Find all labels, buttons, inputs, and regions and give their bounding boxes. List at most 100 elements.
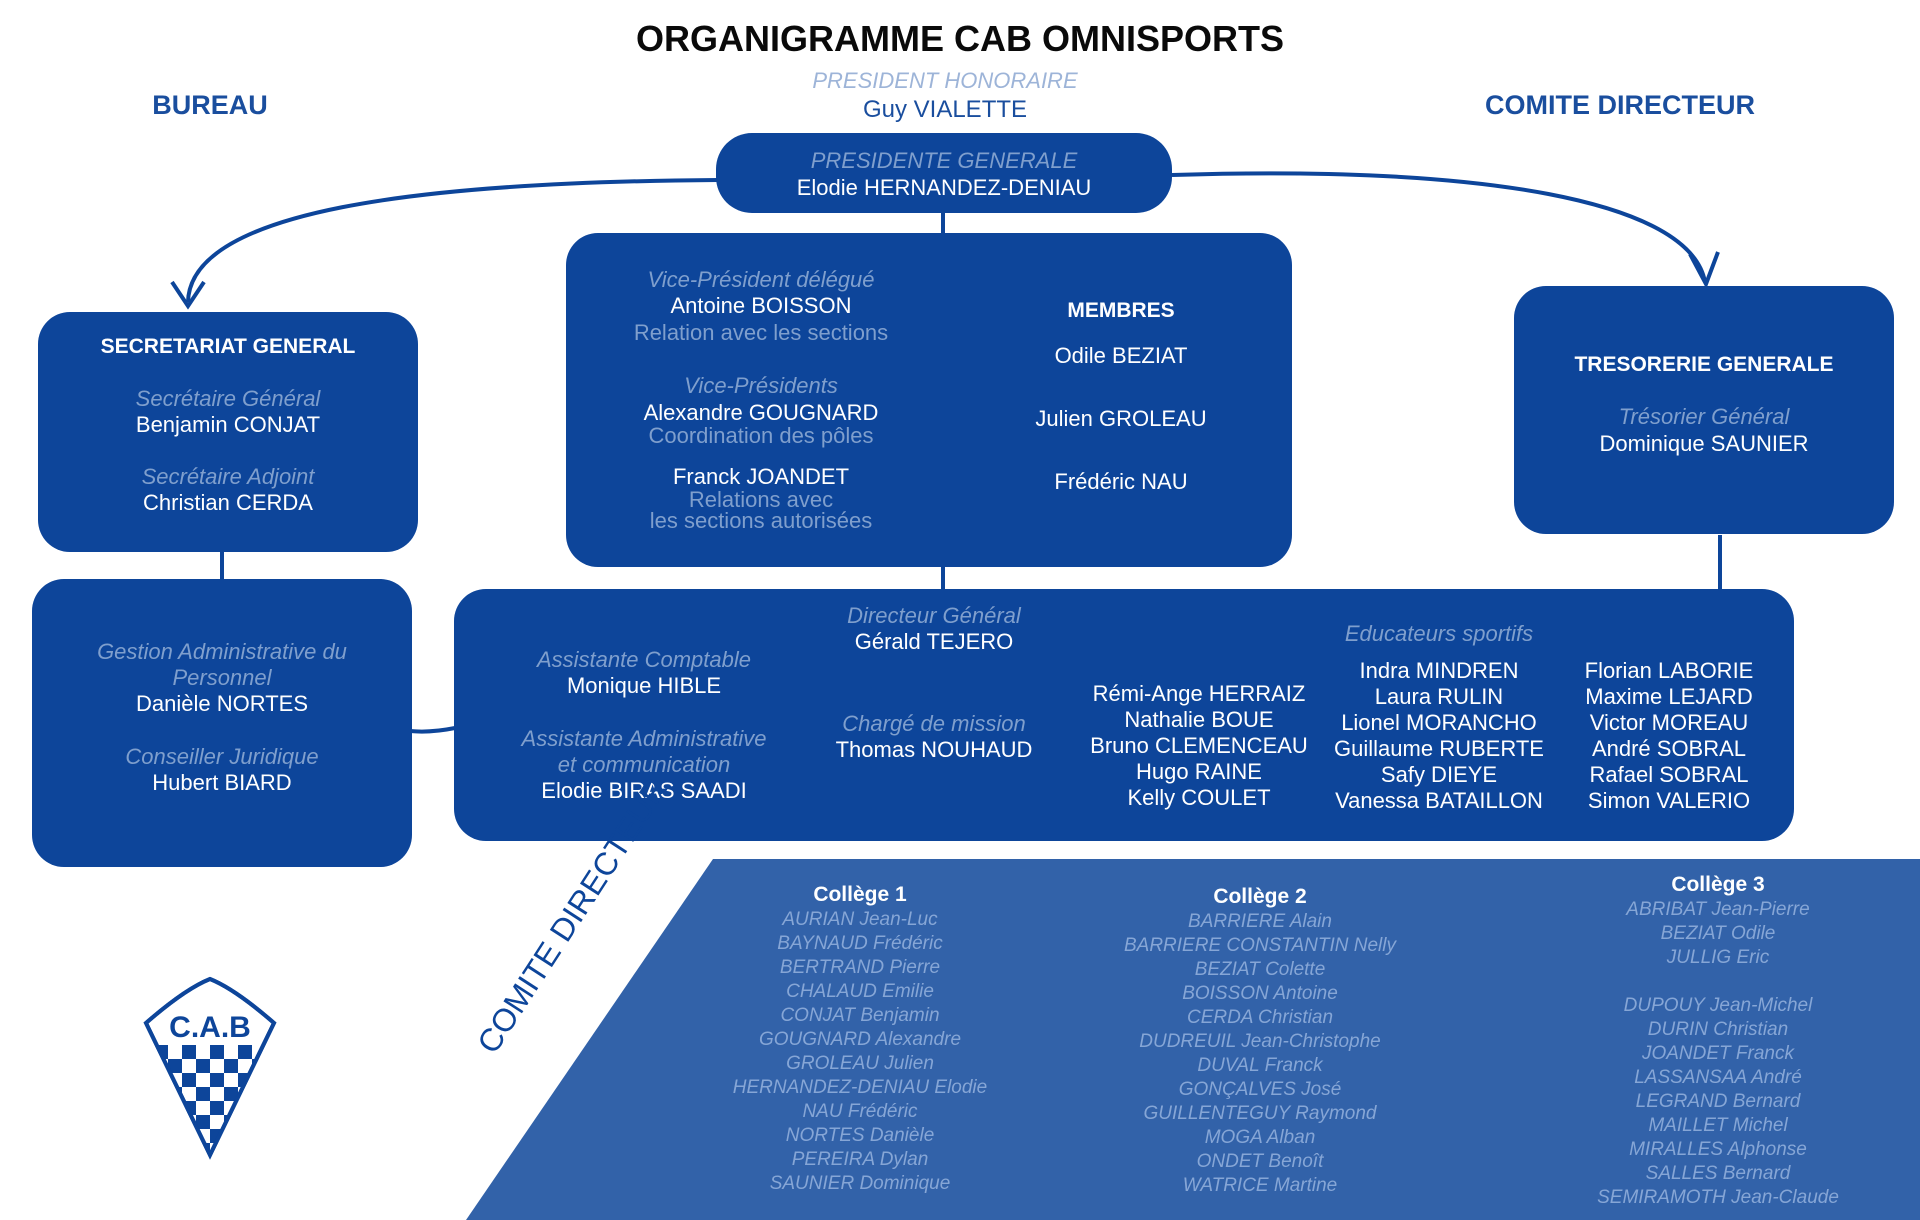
list-item: Safy DIEYE <box>1380 762 1498 787</box>
president-name: Elodie HERNANDEZ-DENIAU <box>796 175 1092 200</box>
list-item: JOANDET Franck <box>1641 1043 1795 1064</box>
college-3: Collège 3 ABRIBAT Jean-Pierre BEZIAT Odi… <box>1568 872 1868 1210</box>
list-item: Hugo RAINE <box>1136 759 1262 784</box>
member-item: Odile BEZIAT <box>1054 343 1188 368</box>
list-item: GONÇALVES José <box>1178 1079 1342 1100</box>
college-title: Collège 3 <box>1671 873 1765 896</box>
admin-box: Gestion Administrative du Personnel Dani… <box>32 579 412 867</box>
list-item: CERDA Christian <box>1186 1007 1334 1028</box>
list-item: Maxime LEJARD <box>1585 684 1753 709</box>
secretariat-name2: Christian CERDA <box>143 490 313 515</box>
mission-role: Chargé de mission <box>842 711 1026 736</box>
arrowhead-left <box>170 280 206 310</box>
vice-name2: Alexandre GOUGNARD <box>643 400 879 425</box>
list-item: MOGA Alban <box>1204 1127 1316 1148</box>
list-item: MIRALLES Alphonse <box>1629 1139 1807 1160</box>
list-item: WATRICE Martine <box>1182 1175 1338 1196</box>
list-item: Rafael SOBRAL <box>1589 762 1749 787</box>
list-item: NAU Frédéric <box>802 1101 918 1122</box>
list-item: NORTES Danièle <box>785 1125 935 1146</box>
logo-text: C.A.B <box>169 1011 251 1044</box>
admin-name2: Hubert BIARD <box>152 770 292 795</box>
admin-name1: Danièle NORTES <box>136 691 308 716</box>
list-item: GUILLENTEGUY Raymond <box>1143 1103 1377 1124</box>
list-item: GROLEAU Julien <box>786 1053 934 1074</box>
list-item: Laura RULIN <box>1374 684 1504 709</box>
list-item: CONJAT Benjamin <box>780 1005 940 1026</box>
compta-name: Monique HIBLE <box>566 673 722 698</box>
vice-role2: Vice-Présidents <box>684 373 838 398</box>
list-item: BOISSON Antoine <box>1182 983 1338 1004</box>
secretariat-box: SECRETARIAT GENERAL Secrétaire Général B… <box>38 312 418 552</box>
list-item: Indra MINDREN <box>1359 658 1519 683</box>
college-1: Collège 1 AURIAN Jean-Luc BAYNAUD Frédér… <box>710 882 1010 1196</box>
list-item: Florian LABORIE <box>1584 658 1754 683</box>
list-item: DUDREUIL Jean-Christophe <box>1139 1031 1381 1052</box>
tresorerie-name: Dominique SAUNIER <box>1599 431 1809 456</box>
list-item: ABRIBAT Jean-Pierre <box>1626 899 1810 920</box>
admin-asst-role-b: et communication <box>557 752 731 777</box>
list-item: GOUGNARD Alexandre <box>758 1029 962 1050</box>
secretariat-title: SECRETARIAT GENERAL <box>100 335 356 358</box>
vice-sub3b: les sections autorisées <box>649 508 873 533</box>
member-item: Frédéric NAU <box>1054 469 1188 494</box>
list-item: Bruno CLEMENCEAU <box>1090 733 1308 758</box>
vice-sub3a: Relations avec <box>688 487 834 512</box>
comite-label: COMITE DIRECTEUR <box>1485 90 1755 120</box>
admin-asst-role-a: Assistante Administrative <box>521 726 767 751</box>
admin-role2: Conseiller Juridique <box>125 744 319 769</box>
list-item: Kelly COULET <box>1127 785 1271 810</box>
vice-role1: Vice-Président délégué <box>647 267 875 292</box>
mission-name: Thomas NOUHAUD <box>835 737 1033 762</box>
admin-role1a: Gestion Administrative du <box>97 639 347 664</box>
vice-name1: Antoine BOISSON <box>670 293 852 318</box>
list-item: BEZIAT Odile <box>1660 923 1776 944</box>
college-2: Collège 2 BARRIERE Alain BARRIERE CONSTA… <box>1110 884 1410 1198</box>
list-item: DUVAL Franck <box>1197 1055 1323 1076</box>
list-item: HERNANDEZ-DENIAU Elodie <box>732 1077 988 1098</box>
staff-group3: Florian LABORIE Maxime LEJARD Victor MOR… <box>1554 658 1784 814</box>
list-item: Rémi-Ange HERRAIZ <box>1092 681 1306 706</box>
list-item: JULLIG Eric <box>1666 947 1770 968</box>
tresorerie-role: Trésorier Général <box>1618 404 1790 429</box>
list-item: Lionel MORANCHO <box>1341 710 1537 735</box>
list-item: AURIAN Jean-Luc <box>782 909 938 930</box>
staff-group1: Rémi-Ange HERRAIZ Nathalie BOUE Bruno CL… <box>1074 681 1324 811</box>
president-box: PRESIDENTE GENERALE Elodie HERNANDEZ-DEN… <box>716 133 1172 213</box>
list-item: BAYNAUD Frédéric <box>777 933 943 954</box>
list-item: DUPOUY Jean-Michel <box>1623 995 1813 1016</box>
list-item: MAILLET Michel <box>1648 1115 1788 1136</box>
college-title: Collège 2 <box>1213 885 1307 908</box>
dg-role: Directeur Général <box>847 603 1021 628</box>
page-title: ORGANIGRAMME CAB OMNISPORTS <box>636 18 1284 59</box>
list-item: LEGRAND Bernard <box>1635 1091 1801 1112</box>
members-title: MEMBRES <box>1067 299 1175 322</box>
list-item: André SOBRAL <box>1591 736 1747 761</box>
dg-name: Gérald TEJERO <box>854 629 1014 654</box>
arrow-to-tresorerie <box>1171 171 1707 283</box>
admin-asst-name: Elodie BIRAS SAADI <box>541 778 747 803</box>
list-item: Vanessa BATAILLON <box>1335 788 1543 813</box>
list-item: DURIN Christian <box>1647 1019 1789 1040</box>
compta-role: Assistante Comptable <box>537 647 751 672</box>
staff-group2: Indra MINDREN Laura RULIN Lionel MORANCH… <box>1314 658 1564 814</box>
admin-role1b: Personnel <box>172 665 272 690</box>
list-item: CHALAUD Emilie <box>786 981 934 1002</box>
list-item: Victor MOREAU <box>1589 710 1749 735</box>
secretariat-role2: Secrétaire Adjoint <box>141 464 315 489</box>
bureau-label: BUREAU <box>152 90 268 120</box>
vice-sub1: Relation avec les sections <box>633 320 889 345</box>
arrow-to-secretariat <box>186 178 719 303</box>
list-item: BARRIERE CONSTANTIN Nelly <box>1123 935 1396 956</box>
secretariat-name1: Benjamin CONJAT <box>135 412 321 437</box>
list-item: BEZIAT Colette <box>1194 959 1326 980</box>
honorary-name: Guy VIALETTE <box>862 96 1028 123</box>
list-item: SEMIRAMOTH Jean-Claude <box>1597 1187 1839 1208</box>
member-item: Julien GROLEAU <box>1035 406 1207 431</box>
list-item: ONDET Benoît <box>1196 1151 1324 1172</box>
vice-box: Vice-Président délégué Antoine BOISSON R… <box>566 233 1292 567</box>
list-item: LASSANSAA André <box>1634 1067 1802 1088</box>
honorary-role: PRESIDENT HONORAIRE <box>812 68 1078 93</box>
